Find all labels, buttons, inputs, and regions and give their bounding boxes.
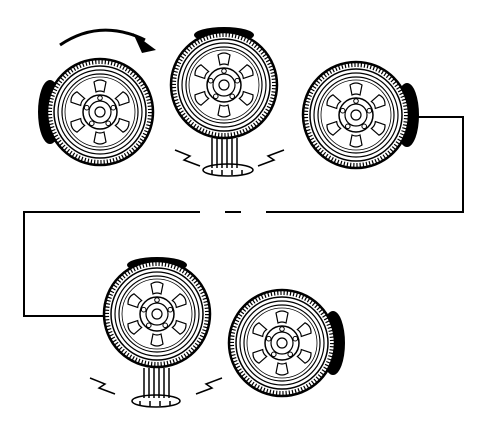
wheel-5-icon [227, 288, 345, 398]
wheel-1-icon [38, 57, 155, 167]
rotation-arrow-icon [59, 28, 156, 53]
wheel-3-icon [301, 60, 419, 170]
wheel-4-icon [89, 257, 223, 408]
ground-contact-marks [89, 368, 223, 408]
ground-contact-marks [174, 138, 285, 177]
connector-lines [23, 116, 464, 317]
wheel-2-icon [169, 27, 285, 177]
